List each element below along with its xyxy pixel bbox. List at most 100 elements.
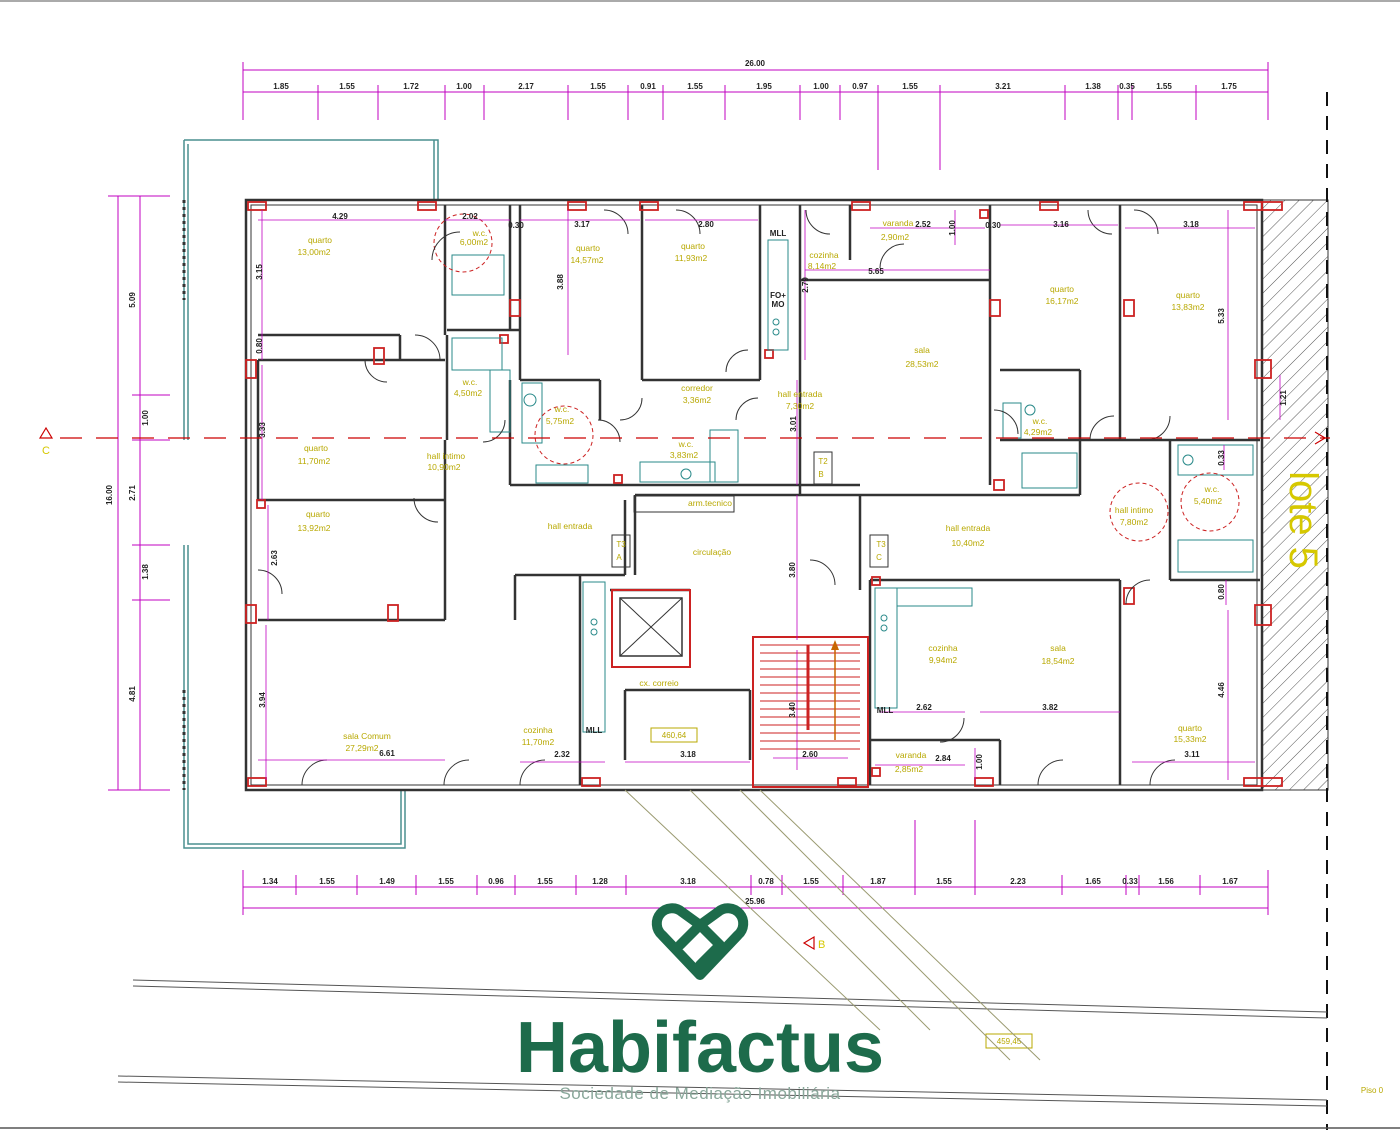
dim-inner-21: 1.21 (1279, 390, 1288, 406)
cx-correio-label: cx. correio (639, 678, 678, 688)
t3a-sub-label: A (616, 553, 622, 562)
dim-bottom-16: 1.56 (1158, 877, 1174, 886)
room-area: 11,93m2 (675, 253, 708, 263)
dim-inner-25: 3.80 (788, 562, 797, 578)
dim-inner-16: 3.88 (556, 274, 565, 290)
dim-inner-7: 1.00 (948, 220, 957, 236)
room-name: cozinha (928, 643, 958, 653)
room-area: 5,75m2 (546, 416, 575, 426)
dim-left-total: 16.00 (105, 484, 114, 505)
room-area: 13,92m2 (297, 523, 330, 533)
room-area: 18,54m2 (1041, 656, 1074, 666)
stair-outline (752, 636, 869, 788)
room-label: w.c.4,50m2 (454, 377, 483, 398)
dim-top-12: 1.55 (902, 82, 918, 91)
bottom-dimension-labels: 1.34 1.55 1.49 1.55 0.96 1.55 1.28 3.18 … (262, 877, 1238, 886)
dim-inner-23: 0.80 (1217, 584, 1226, 600)
dim-top-7: 0.91 (640, 82, 656, 91)
dim-bottom-14: 1.65 (1085, 877, 1101, 886)
room-name: quarto (576, 243, 600, 253)
inner-dimension-lines (258, 210, 1281, 780)
dim-inner-18: 2.79 (801, 277, 810, 293)
terrace-outline (183, 139, 439, 849)
t3a-tag-box (611, 534, 631, 568)
dim-left-3: 2.71 (128, 485, 137, 501)
room-name: hall entrada (946, 523, 991, 533)
stair-core (611, 589, 869, 788)
dim-inner-27: 2.60 (802, 750, 818, 759)
stair-arrow-icon (831, 640, 839, 650)
dim-bottom-3: 1.49 (379, 877, 395, 886)
room-name: quarto (306, 509, 330, 519)
room-area: 10,90m2 (427, 462, 460, 472)
brand-name: Habifactus (516, 1008, 884, 1088)
dim-top-3: 1.72 (403, 82, 419, 91)
top-dimensions (242, 62, 1269, 170)
room-name: hall intimo (1115, 505, 1154, 515)
t3c-tag-box (869, 534, 889, 568)
dim-bottom-11: 1.87 (870, 877, 886, 886)
t2b-tag-box (813, 451, 833, 485)
dim-top-14: 1.38 (1085, 82, 1101, 91)
room-label: w.c.6,00m2 (460, 228, 489, 247)
room-label: w.c. 5,75m2 (546, 404, 575, 426)
lote-label: lote 5 (1281, 471, 1325, 569)
room-area: 6,00m2 (460, 237, 489, 247)
dim-top-10: 1.00 (813, 82, 829, 91)
room-area: 3,36m2 (683, 395, 712, 405)
room-area: 4,29m2 (1024, 427, 1053, 437)
dim-bottom-total: 25.96 (745, 897, 766, 906)
fixtures (451, 239, 1254, 733)
dim-inner-26: 3.40 (788, 702, 797, 718)
room-area: 8,14m2 (808, 261, 837, 271)
elevation-label-1: 460,64 (662, 731, 687, 740)
room-label: w.c.4,29m2 (1024, 416, 1053, 437)
room-area: 27,29m2 (345, 743, 378, 753)
dim-left-2: 1.00 (141, 410, 150, 426)
dim-inner-11: 3.15 (255, 264, 264, 280)
dim-top-11: 0.97 (852, 82, 868, 91)
dim-bottom-15: 0.33 (1122, 877, 1138, 886)
room-name: quarto (1176, 290, 1200, 300)
elevation-box-1 (650, 727, 698, 743)
room-label: quarto 13,83m2 (1171, 290, 1204, 312)
heart-home-icon (651, 903, 749, 980)
room-area: 15,33m2 (1173, 734, 1206, 744)
room-name: w.c. (462, 377, 478, 387)
brand-tagline: Sociedade de Mediação Imobiliária (559, 1084, 840, 1103)
room-name: w.c. (554, 404, 570, 414)
dim-inner-20: 5.33 (1217, 308, 1226, 324)
dim-bottom-10: 1.55 (803, 877, 819, 886)
dim-top-1: 1.85 (273, 82, 289, 91)
brand-logo: Habifactus Sociedade de Mediação Imobili… (516, 903, 884, 1103)
top-dimension-labels: 1.85 1.55 1.72 1.00 2.17 1.55 0.91 1.55 … (273, 82, 1237, 91)
dim-top-8: 1.55 (687, 82, 703, 91)
room-name: hall intimo (427, 451, 466, 461)
circulacao-label: circulação (693, 547, 732, 557)
room-label: w.c.3,83m2 (670, 439, 699, 460)
mll-label-2: MLL (586, 726, 603, 735)
room-area: 13,83m2 (1171, 302, 1204, 312)
dim-bottom-12: 1.55 (936, 877, 952, 886)
dim-inner-4: 3.17 (574, 220, 590, 229)
room-name: w.c. (472, 228, 488, 238)
mll-label-3: MLL (877, 706, 894, 715)
elevation-label-2: 459,45 (997, 1037, 1022, 1046)
room-name: quarto (681, 241, 705, 251)
room-name: cozinha (523, 725, 553, 735)
dim-inner-31: 2.62 (916, 703, 932, 712)
dim-top-15: 0.35 (1119, 82, 1135, 91)
room-area: 3,83m2 (670, 450, 699, 460)
dim-inner-19: 3.01 (789, 416, 798, 432)
dim-bottom-1: 1.34 (262, 877, 278, 886)
room-name: w.c. (678, 439, 694, 449)
